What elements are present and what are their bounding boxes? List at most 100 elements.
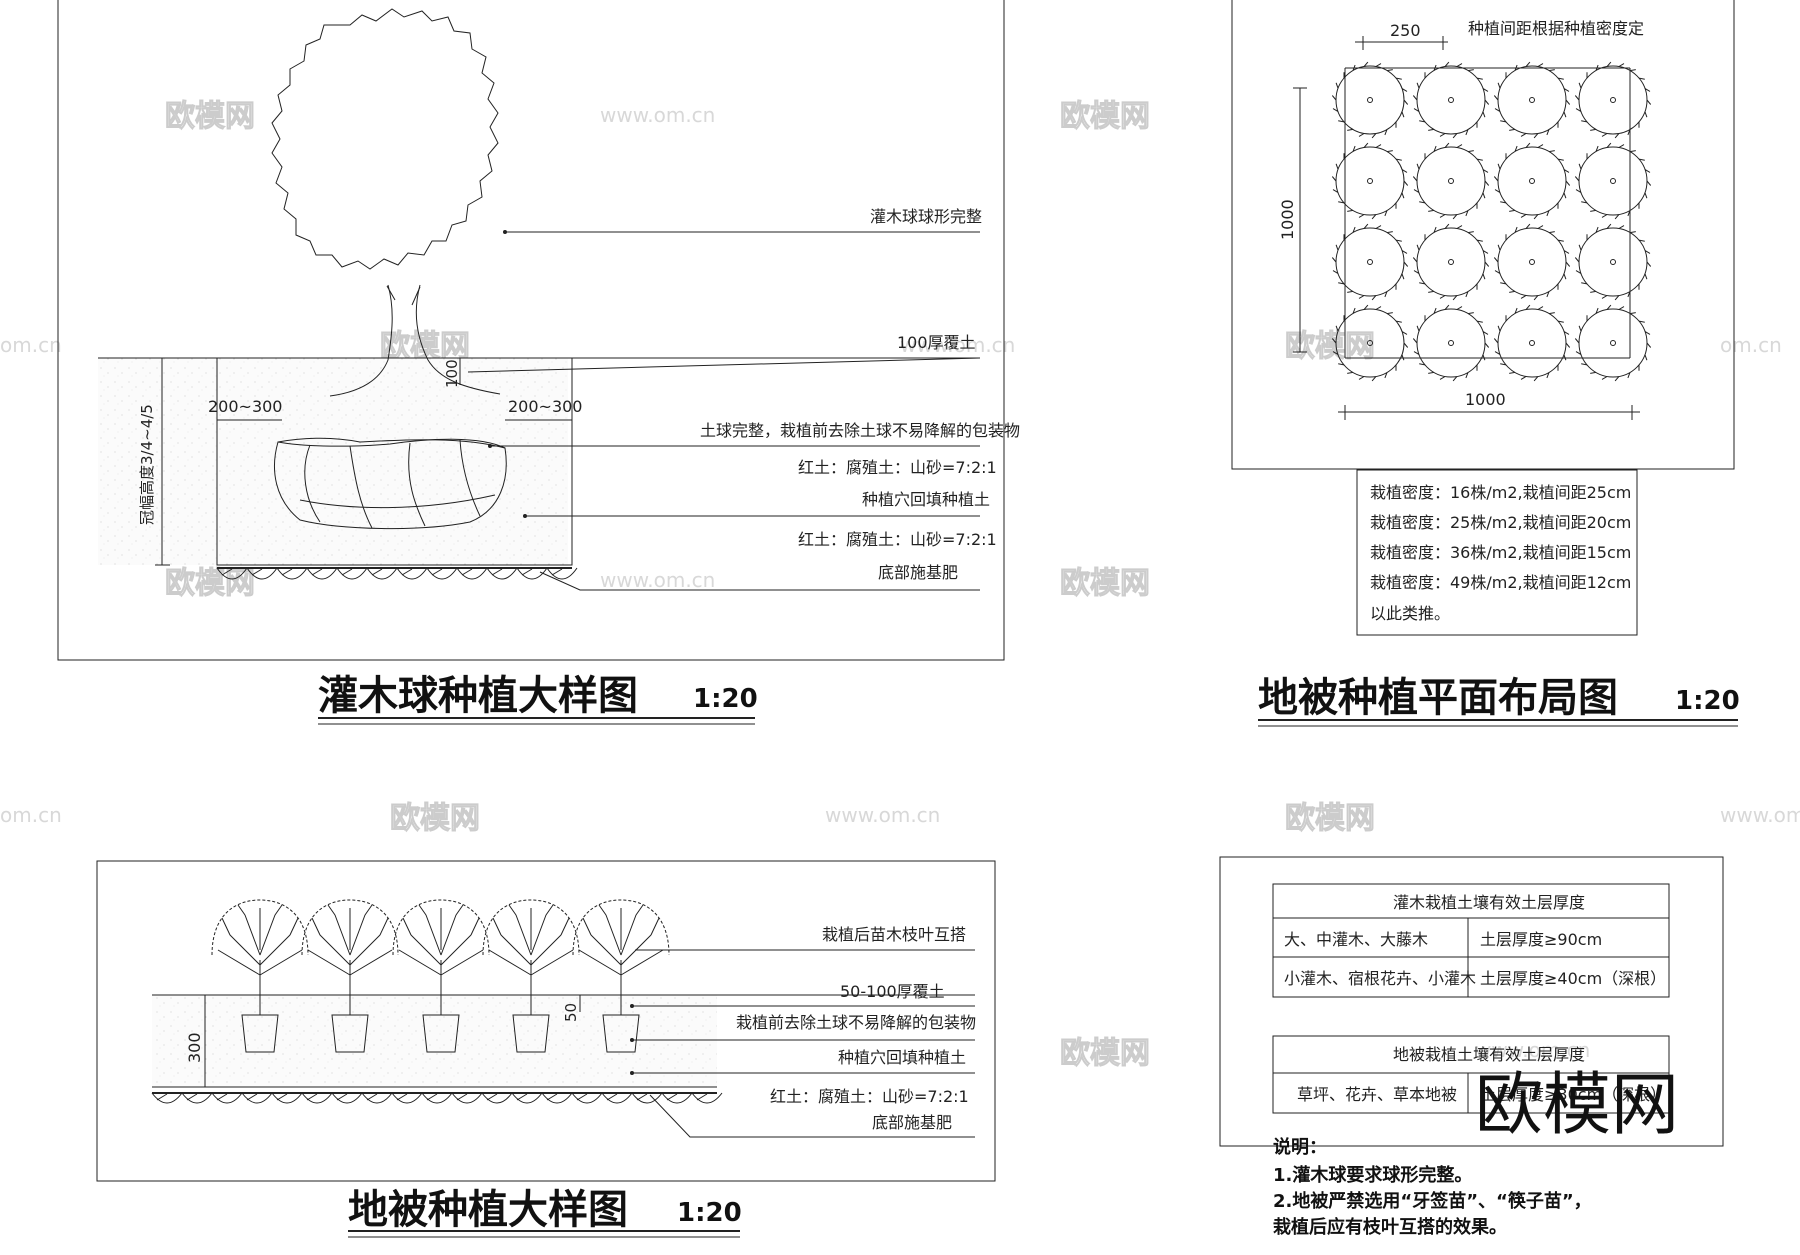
watermark-url: www.om.cn (1475, 1038, 1590, 1062)
layout-scale: 1:20 (1675, 686, 1740, 716)
shrub-planting-detail: 冠幅高度3/4~4/5 200~300 200~300 100 灌木球球形完整 … (57, 0, 1020, 725)
left-width-label: 200~300 (208, 397, 282, 416)
label-rootball: 土球完整，栽植前去除土球不易降解的包装物 (700, 421, 1020, 440)
height-dim-label: 1000 (1278, 199, 1297, 240)
plant-circle (1416, 308, 1486, 378)
plant-center (1448, 259, 1454, 265)
leader-line (539, 571, 980, 591)
label-complete-form: 灌木球球形完整 (870, 207, 982, 226)
plant-circle (1497, 65, 1567, 135)
plant-circle (1497, 308, 1567, 378)
plant-circle-edge (1412, 142, 1490, 220)
groundcover-plant (211, 899, 309, 1053)
watermark-url: om.cn (1720, 333, 1782, 357)
groundcover-plant (482, 899, 580, 1053)
label-overlap: 栽植后苗木枝叶互搭 (822, 925, 966, 944)
label-cover-soil: 50-100厚覆土 (840, 982, 945, 1001)
soil-fill (152, 995, 717, 1087)
label-cover-soil: 100厚覆土 (897, 333, 976, 352)
plant-center (1529, 178, 1535, 184)
watermark-url: www.om.cn (1720, 803, 1800, 827)
leader-line (467, 357, 981, 373)
soil-fill (98, 358, 568, 565)
depth-label: 冠幅高度3/4~4/5 (138, 404, 156, 525)
plant-center (1610, 340, 1616, 346)
watermark-url: om.cn (0, 333, 62, 357)
note-line: 2.地被严禁选用“牙签苗”、“筷子苗”， (1273, 1190, 1592, 1212)
table-cell: 土层厚度≥40cm（深根） (1480, 969, 1666, 988)
watermark-logo: 欧模网 (1285, 801, 1375, 836)
plant-circle (1497, 227, 1567, 297)
watermark-logo: 欧模网 (1475, 1066, 1679, 1145)
plant-circle-edge (1331, 61, 1409, 139)
panel-frame (1231, 0, 1735, 470)
plant-circle-edge (1493, 61, 1571, 139)
plant-center (1529, 97, 1535, 103)
groundcover-plant (301, 899, 399, 1053)
plant-circle (1335, 227, 1405, 297)
plant-center (1367, 178, 1373, 184)
plant-circle (1416, 65, 1486, 135)
plant-circle-edge (1493, 304, 1571, 382)
plant-circle (1578, 308, 1648, 378)
plant-center (1448, 97, 1454, 103)
soil-thickness-panel: 灌木栽植土壤有效土层厚度 大、中灌木、大藤木 土层厚度≥90cm 小灌木、宿根花… (1219, 856, 1724, 1238)
width-dim-label: 1000 (1465, 390, 1506, 409)
note-line: 栽植后应有枝叶互搭的效果。 (1273, 1216, 1507, 1238)
label-backfill: 种植穴回填种植土 (838, 1048, 966, 1067)
watermark-logo: 欧模网 (165, 99, 255, 134)
base-fertilizer-hatch (216, 567, 578, 580)
plant-circle (1578, 65, 1648, 135)
plant-circle-edge (1574, 61, 1652, 139)
shrub-detail-title: 灌木球种植大样图 (318, 673, 638, 719)
plant-circle (1578, 146, 1648, 216)
cover-dim-label: 50 (562, 1003, 580, 1022)
panel-frame (1219, 856, 1724, 1147)
plant-circle-edge (1574, 304, 1652, 382)
groundcover-plan-layout: 250 种植间距根据种植密度定 1000 1000 栽植密度：16株/m2,栽植… (1231, 0, 1740, 727)
shrub-soil-table-title: 灌木栽植土壤有效土层厚度 (1393, 893, 1585, 912)
groundcover-detail-title: 地被种植大样图 (348, 1187, 628, 1233)
label-base-fertilizer: 底部施基肥 (878, 563, 958, 582)
base-fertilizer-hatch (151, 1092, 723, 1104)
plant-circle (1416, 227, 1486, 297)
note-line: 1.灌木球要求球形完整。 (1273, 1164, 1472, 1186)
table-cell: 草坪、花卉、草本地被 (1297, 1085, 1457, 1104)
plant-center (1448, 340, 1454, 346)
spacing-note: 种植间距根据种植密度定 (1468, 19, 1644, 38)
watermark-logo: 欧模网 (165, 566, 255, 601)
plant-center (1367, 259, 1373, 265)
watermark-url: www.om.cn (600, 568, 715, 592)
plant-center (1448, 178, 1454, 184)
plant-circle (1335, 146, 1405, 216)
right-width-label: 200~300 (508, 397, 582, 416)
plant-circle-edge (1331, 223, 1409, 301)
plant-center (1529, 259, 1535, 265)
notes-title: 说明： (1273, 1136, 1327, 1158)
plant-circle (1497, 146, 1567, 216)
plant-circle-edge (1331, 304, 1409, 382)
watermark-logo: 欧模网 (1285, 329, 1375, 364)
label-base-fertilizer: 底部施基肥 (872, 1113, 952, 1132)
density-row: 以此类推。 (1370, 604, 1450, 623)
watermark-url: om.cn (0, 803, 62, 827)
plant-center (1529, 340, 1535, 346)
shrub-canopy (271, 8, 499, 270)
density-table (1356, 469, 1638, 636)
shrub-detail-scale: 1:20 (693, 684, 758, 714)
plant-circle-edge (1412, 304, 1490, 382)
plant-circle-edge (1574, 142, 1652, 220)
panel-frame (96, 860, 996, 1182)
plant-circle-edge (1412, 61, 1490, 139)
plant-circle (1335, 65, 1405, 135)
density-row: 栽植密度：25株/m2,栽植间距20cm (1370, 513, 1631, 532)
root-ball (273, 438, 507, 530)
plant-center (1610, 259, 1616, 265)
leader-line (649, 1094, 975, 1138)
plant-circle-edge (1493, 142, 1571, 220)
plant-circle-edge (1331, 142, 1409, 220)
density-row: 栽植密度：36株/m2,栽植间距15cm (1370, 543, 1631, 562)
plant-center (1610, 178, 1616, 184)
planting-pit (216, 358, 573, 566)
